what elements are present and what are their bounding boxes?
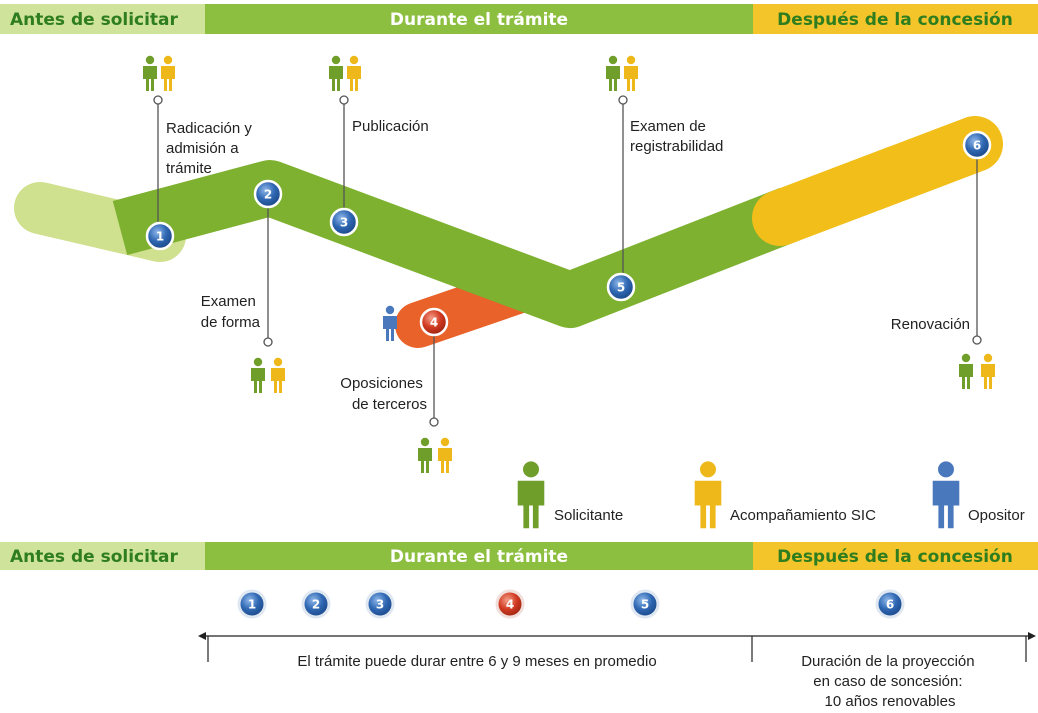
phase-during-label: Durante el trámite <box>390 10 568 30</box>
person-yellow-icon <box>347 55 361 91</box>
person-green-icon <box>959 353 973 389</box>
road-step-markers: 1 2 3 4 5 6 <box>145 130 992 337</box>
person-green-icon <box>418 437 432 473</box>
step-1-label: Radicación y admisión a trámite <box>166 120 256 177</box>
person-green-icon <box>606 55 620 91</box>
step-6-number: 6 <box>973 139 981 153</box>
step-4-number: 4 <box>430 316 438 330</box>
person-green-icon <box>143 55 157 91</box>
svg-text:5: 5 <box>641 598 649 612</box>
step-3-number: 3 <box>340 216 348 230</box>
phase-before-label: Antes de solicitar <box>10 547 179 567</box>
phase-before-bg <box>0 4 205 34</box>
connector-dot <box>972 335 982 345</box>
step-2-label: Examen de forma <box>201 293 261 331</box>
svg-text:6: 6 <box>886 598 894 612</box>
person-yellow-icon <box>161 55 175 91</box>
svg-text:2: 2 <box>312 598 320 612</box>
person-yellow-icon <box>981 353 995 389</box>
timeline-axis: El trámite puede durar entre 6 y 9 meses… <box>198 632 1036 710</box>
svg-text:4: 4 <box>506 598 514 612</box>
step-3-marker: 3 <box>329 207 359 237</box>
step-5-marker: 5 <box>606 272 636 302</box>
step-5-number: 5 <box>617 281 625 295</box>
step-2-number: 2 <box>264 188 272 202</box>
arrow-right-icon <box>1028 632 1036 640</box>
phase-during-bg <box>205 4 753 34</box>
timeline-step-2: 2 <box>301 589 331 619</box>
person-green-icon <box>251 357 265 393</box>
connectors <box>153 95 982 427</box>
person-yellow-icon <box>624 55 638 91</box>
step-3-label: Publicación <box>352 118 429 135</box>
phase-before-bg <box>0 542 205 570</box>
road-main-segment <box>112 160 801 328</box>
svg-text:1: 1 <box>248 598 256 612</box>
road-after-segment <box>752 116 1003 246</box>
step-4-people <box>418 437 452 473</box>
step-4-label: Oposiciones de terceros <box>340 375 427 413</box>
step-5-label: Examen de registrabilidad <box>630 118 723 155</box>
timeline-step-4: 4 <box>495 589 525 619</box>
timeline-step-3: 3 <box>365 589 395 619</box>
phase-after-label: Después de la concesión <box>777 10 1013 30</box>
legend: Solicitante Acompañamiento SIC Opositor <box>517 461 1025 529</box>
legend-sic-icon <box>694 461 722 529</box>
top-phase-band: Antes de solicitar Durante el trámite De… <box>0 4 1038 34</box>
step-5-people <box>606 55 638 91</box>
step-labels: Radicación y admisión a trámite Examen d… <box>166 118 970 413</box>
step-4-marker: 4 <box>419 307 449 337</box>
legend-opponent-icon <box>932 461 960 529</box>
step-6-people <box>959 353 995 389</box>
timeline-step-5: 5 <box>630 589 660 619</box>
step-6-label: Renovación <box>891 316 970 333</box>
step-4-opponent <box>383 305 397 341</box>
timeline-step-1: 1 <box>237 589 267 619</box>
person-yellow-icon <box>438 437 452 473</box>
phase-after-bg <box>753 4 1038 34</box>
connector-dot <box>618 95 628 105</box>
legend-applicant-icon <box>517 461 545 529</box>
step-3-people <box>329 55 361 91</box>
legend-opponent-label: Opositor <box>968 507 1025 524</box>
svg-text:3: 3 <box>376 598 384 612</box>
connector-dot <box>263 337 273 347</box>
connector-dot <box>429 417 439 427</box>
phase-before-label: Antes de solicitar <box>10 10 179 30</box>
timeline-step-badges: 1 2 3 4 5 6 <box>237 589 905 619</box>
step-1-people <box>143 55 175 91</box>
legend-sic-label: Acompañamiento SIC <box>730 507 876 524</box>
step-1-number: 1 <box>156 230 164 244</box>
person-yellow-icon <box>271 357 285 393</box>
step-2-people <box>251 357 285 393</box>
timeline-step-6: 6 <box>875 589 905 619</box>
person-blue-icon <box>383 305 397 341</box>
arrow-left-icon <box>198 632 206 640</box>
phase-during-bg <box>205 542 753 570</box>
phase-after-label: Después de la concesión <box>777 547 1013 567</box>
connector-dot <box>153 95 163 105</box>
phase-during-label: Durante el trámite <box>390 547 568 567</box>
phase-after-bg <box>753 542 1038 570</box>
connector-dot <box>339 95 349 105</box>
people-icons <box>143 55 995 473</box>
legend-applicant-label: Solicitante <box>554 507 623 524</box>
timeline-after-note: Duración de la proyección en caso de son… <box>801 653 979 710</box>
step-1-marker: 1 <box>145 221 175 251</box>
bottom-phase-band: Antes de solicitar Durante el trámite De… <box>0 542 1038 570</box>
timeline-during-note: El trámite puede durar entre 6 y 9 meses… <box>297 653 656 670</box>
step-6-marker: 6 <box>962 130 992 160</box>
step-2-marker: 2 <box>253 179 283 209</box>
person-green-icon <box>329 55 343 91</box>
